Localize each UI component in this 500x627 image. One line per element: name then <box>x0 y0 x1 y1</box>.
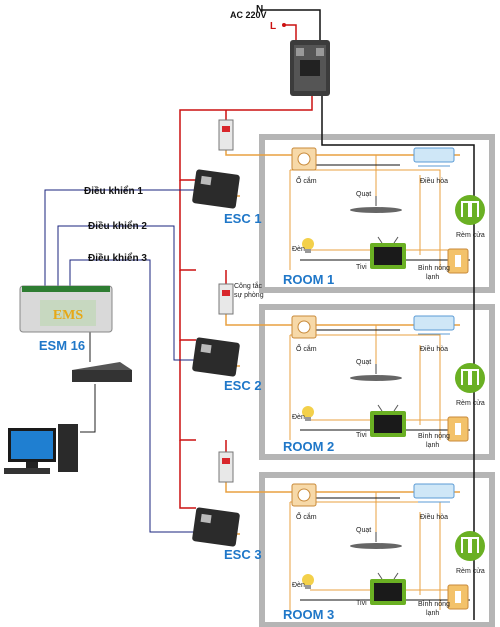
computer <box>4 424 78 474</box>
esc-relay-1 <box>192 169 240 209</box>
socket-icon <box>291 315 317 339</box>
light-label: Đèn <box>292 246 305 253</box>
tv-label: Tivi <box>356 264 367 271</box>
ac-voltage-label: AC 220V <box>230 10 267 20</box>
room-label-2: ROOM 2 <box>283 439 334 454</box>
fan-label: Quạt <box>356 191 371 198</box>
mains-wiring <box>179 9 475 620</box>
esc-label-3: ESC 3 <box>224 547 262 562</box>
light-bulb-icon <box>302 574 314 589</box>
esc-label-1: ESC 1 <box>224 211 262 226</box>
curtain-label: Rèm cửa <box>456 399 485 407</box>
live-label: L <box>270 21 276 32</box>
controller-pc-link <box>80 332 96 433</box>
live-terminal <box>282 23 286 27</box>
water-heater-icon <box>447 248 469 274</box>
water-heater-label-line2: lạnh <box>426 610 439 617</box>
tv-label: Tivi <box>356 600 367 607</box>
main-circuit-breaker <box>290 40 330 96</box>
water-heater-label-line2: lạnh <box>426 274 439 281</box>
water-heater-label-line1: Bình nóng <box>418 433 450 440</box>
curtain-icon <box>455 531 485 561</box>
room-breaker-3 <box>218 451 234 483</box>
air-conditioner-label: Điều hòa <box>420 176 448 185</box>
fan-label: Quạt <box>356 527 371 534</box>
control-lines <box>44 189 196 533</box>
light-bulb-icon <box>302 238 314 253</box>
water-heater-label-line2: lạnh <box>426 442 439 449</box>
air-conditioner-label: Điều hòa <box>420 344 448 353</box>
ems-logo: EMS <box>53 308 84 323</box>
fan-label: Quạt <box>356 359 371 366</box>
socket-label: Ổ cắm <box>296 176 317 185</box>
light-label: Đèn <box>292 582 305 589</box>
air-conditioner-icon <box>413 315 455 335</box>
control-label-1: Điều khiển 1 <box>84 185 143 197</box>
backup-switch-label-line2: sự phòng <box>234 292 264 299</box>
television-icon <box>370 236 406 269</box>
room-breaker-1 <box>218 119 234 151</box>
curtain-icon <box>455 363 485 393</box>
room-breaker-2 <box>218 283 234 315</box>
controller-name: ESM 16 <box>39 338 85 353</box>
room-label-3: ROOM 3 <box>283 607 334 622</box>
room-label-1: ROOM 1 <box>283 272 334 287</box>
water-heater-icon <box>447 416 469 442</box>
esm-controller: EMS <box>19 285 113 333</box>
water-heater-icon <box>447 584 469 610</box>
ceiling-fan-icon <box>350 532 402 549</box>
neutral-label: N <box>256 4 263 15</box>
curtain-label: Rèm cửa <box>456 231 485 239</box>
water-heater-label-line1: Bình nóng <box>418 265 450 272</box>
network-switch <box>72 362 132 382</box>
esc-label-2: ESC 2 <box>224 378 262 393</box>
television-icon <box>370 404 406 437</box>
ceiling-fan-icon <box>350 196 402 213</box>
socket-label: Ổ cắm <box>296 512 317 521</box>
air-conditioner-icon <box>413 147 455 167</box>
esc-relay-3 <box>192 507 240 547</box>
socket-label: Ổ cắm <box>296 344 317 353</box>
air-conditioner-icon <box>413 483 455 503</box>
ceiling-fan-icon <box>350 364 402 381</box>
curtain-icon <box>455 195 485 225</box>
control-label-2: Điều khiển 2 <box>88 220 147 232</box>
air-conditioner-label: Điều hòa <box>420 512 448 521</box>
socket-icon <box>291 483 317 507</box>
television-icon <box>370 572 406 605</box>
curtain-label: Rèm cửa <box>456 567 485 575</box>
control-label-3: Điều khiển 3 <box>88 252 147 264</box>
water-heater-label-line1: Bình nóng <box>418 601 450 608</box>
backup-switch-label-line1: Công tắc <box>234 281 263 290</box>
esc-relay-2 <box>192 337 240 377</box>
socket-icon <box>291 147 317 171</box>
light-bulb-icon <box>302 406 314 421</box>
tv-label: Tivi <box>356 432 367 439</box>
light-label: Đèn <box>292 414 305 421</box>
